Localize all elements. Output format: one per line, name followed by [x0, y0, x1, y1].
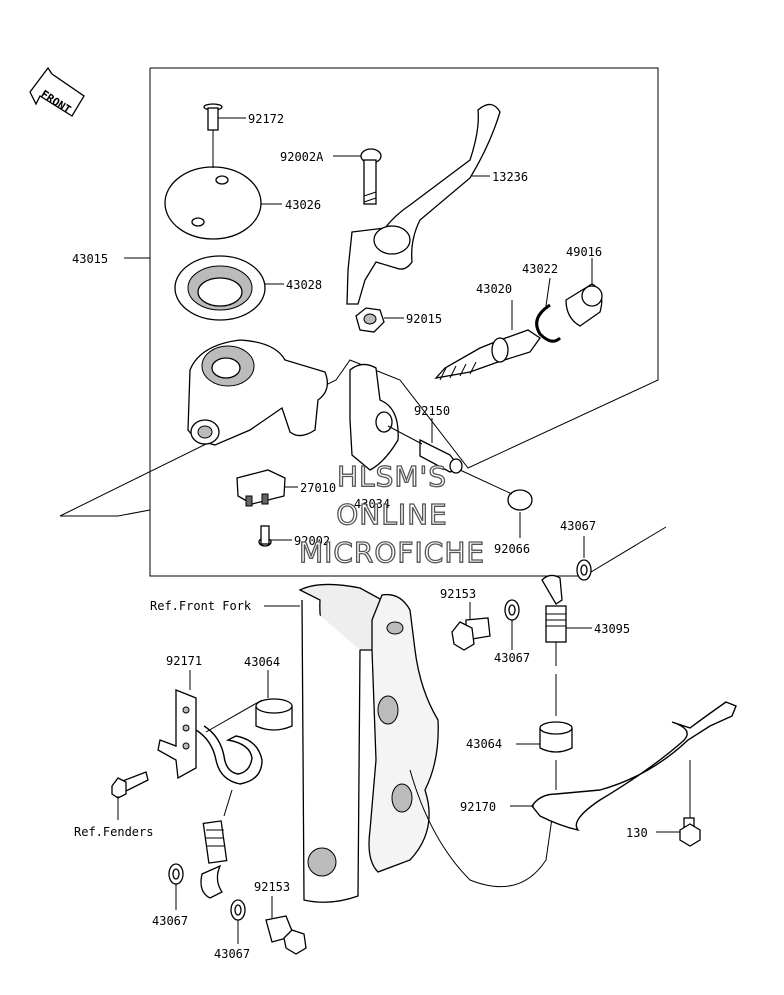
label-92015: 92015 — [406, 312, 442, 326]
clamp-left — [195, 699, 263, 785]
piston-assembly-43020 — [434, 300, 541, 381]
label-ref-fenders: Ref.Fenders — [74, 825, 153, 839]
label-92153-upper: 92153 — [440, 587, 476, 601]
grommet-43064-left — [255, 670, 293, 731]
label-13236: 13236 — [492, 170, 528, 184]
washer-43067-top — [576, 536, 592, 581]
grommet-43064-right — [516, 721, 573, 753]
front-fork — [264, 583, 439, 903]
screw-92002 — [258, 525, 292, 547]
label-43067-lower-mid: 43067 — [214, 947, 250, 961]
label-43022: 43022 — [522, 262, 558, 276]
label-92066: 92066 — [494, 542, 530, 556]
label-27010: 27010 — [300, 481, 336, 495]
label-92153-lower: 92153 — [254, 880, 290, 894]
watermark-line-3: MICROFICHE — [299, 536, 485, 569]
washer-43067-mid — [504, 599, 520, 650]
label-43028: 43028 — [286, 278, 322, 292]
label-92170: 92170 — [460, 800, 496, 814]
label-43067-lower-left: 43067 — [152, 914, 188, 928]
banjo-bolt-92153-lower — [265, 896, 307, 955]
label-43067-top: 43067 — [560, 519, 596, 533]
label-43015: 43015 — [72, 252, 108, 266]
label-43067-mid: 43067 — [494, 651, 530, 665]
pivot-bolt-92002a — [333, 148, 382, 205]
label-130: 130 — [626, 826, 648, 840]
clamp-43034 — [349, 363, 399, 471]
dust-boot-49016 — [565, 258, 603, 327]
diaphragm-43028 — [174, 255, 284, 321]
reservoir-cap-43026 — [164, 130, 282, 240]
label-92172: 92172 — [248, 112, 284, 126]
label-92002: 92002 — [294, 534, 330, 548]
watermark: HLSM'S ONLINE MICROFICHE — [298, 459, 485, 569]
circlip-43022 — [535, 277, 562, 343]
label-43064-left: 43064 — [244, 655, 280, 669]
washer-43067-lower-left — [168, 863, 184, 910]
bolt-ref-fenders — [111, 771, 149, 820]
label-43026: 43026 — [285, 198, 321, 212]
bolt-130 — [656, 760, 701, 847]
nut-92015 — [355, 307, 404, 333]
bolt-92150 — [387, 418, 463, 474]
brake-hose-43095 — [541, 574, 592, 716]
bracket-92171 — [157, 670, 197, 780]
label-92002a: 92002A — [280, 150, 324, 164]
front-arrow-icon: FRONT — [29, 66, 85, 117]
master-cylinder-body — [187, 339, 328, 446]
brake-lever-13236 — [346, 103, 501, 305]
washer-43067-lower-mid — [230, 899, 246, 944]
switch-27010 — [236, 469, 298, 507]
label-43095: 43095 — [594, 622, 630, 636]
lower-brake-hose — [200, 789, 233, 899]
watermark-line-2: ONLINE — [336, 498, 447, 531]
watermark-line-1: HLSM'S — [337, 460, 447, 493]
label-92150: 92150 — [414, 404, 450, 418]
banjo-bolt-92153-upper — [451, 602, 491, 651]
label-ref-front-fork: Ref.Front Fork — [150, 599, 252, 613]
label-43034: 43034 — [354, 497, 390, 511]
label-43020: 43020 — [476, 282, 512, 296]
label-43064-right: 43064 — [466, 737, 502, 751]
label-49016: 49016 — [566, 245, 602, 259]
label-92171: 92171 — [166, 654, 202, 668]
cap-92066 — [459, 469, 533, 538]
screw-92172 — [203, 103, 246, 131]
clamp-92170 — [510, 701, 737, 832]
